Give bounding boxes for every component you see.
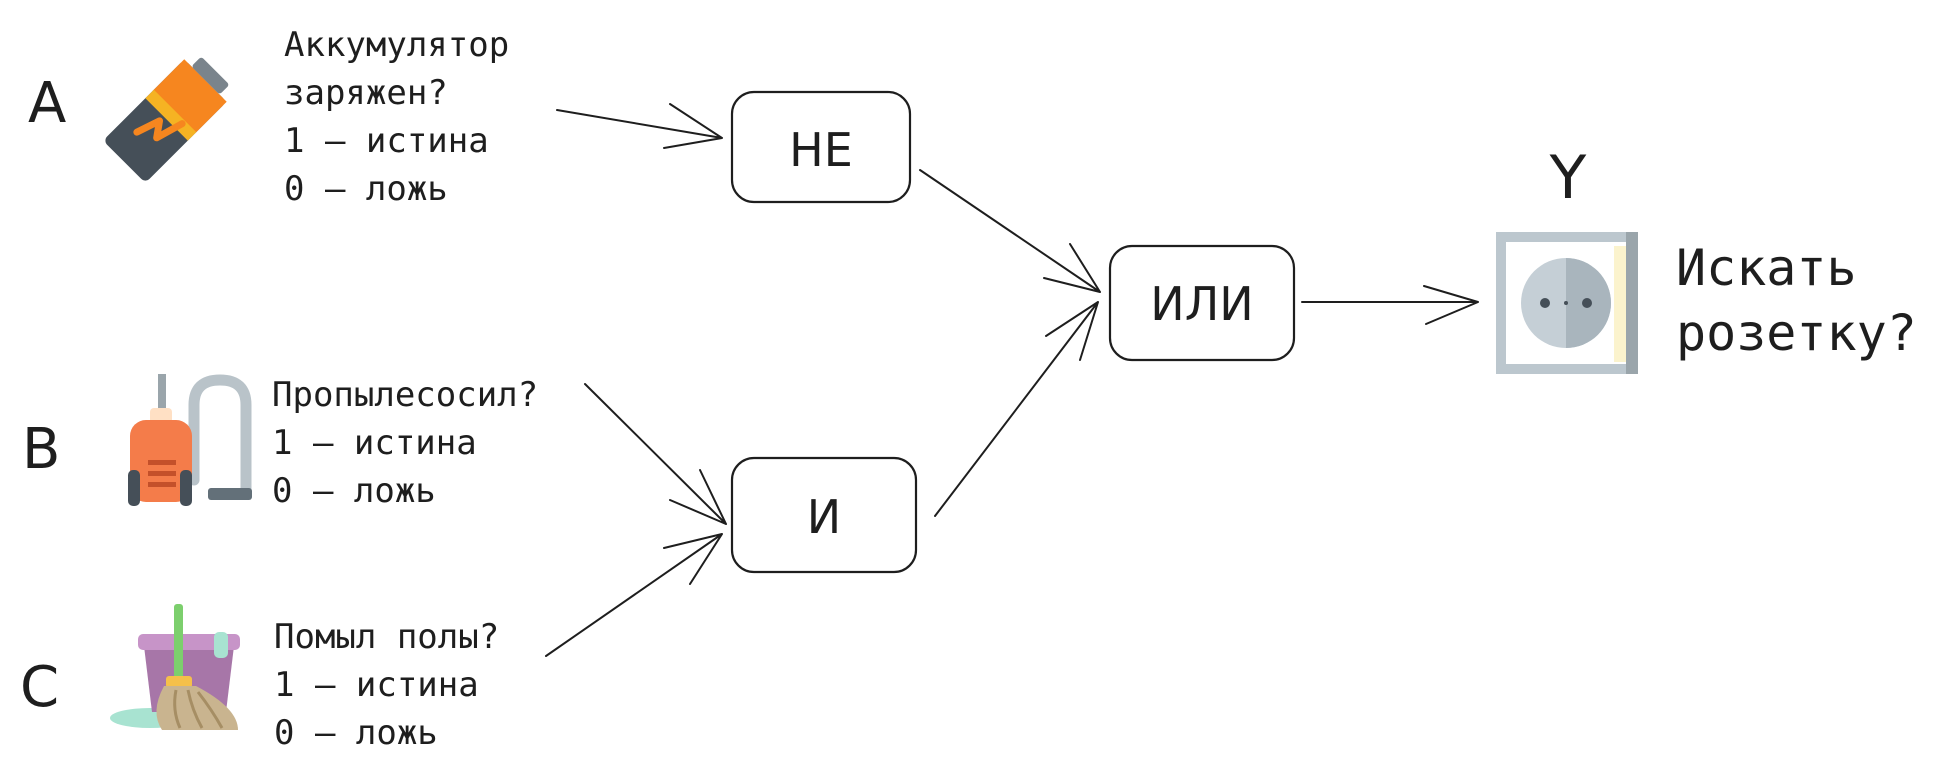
input-c-line-1: Помыл полы? xyxy=(274,617,499,657)
input-b-line-1: Пропылесосил? xyxy=(272,375,538,415)
gate-and: И xyxy=(730,456,918,574)
output-line-1: Искать xyxy=(1676,239,1857,297)
input-a-line-3: 1 – истина xyxy=(284,121,489,161)
input-a-line-1: Аккумулятор xyxy=(284,25,509,65)
input-c-description: Помыл полы? 1 – истина 0 – ложь xyxy=(274,617,499,753)
arrow-a-to-not xyxy=(556,103,723,149)
gate-and-box xyxy=(730,456,918,574)
arrow-not-to-or xyxy=(919,169,1101,293)
input-a-line-2: заряжен? xyxy=(284,73,448,113)
input-a-line-4: 0 – ложь xyxy=(284,169,448,209)
output-description: Искать розетку? xyxy=(1676,239,1917,362)
input-b-line-3: 0 – ложь xyxy=(272,471,436,511)
connection-arrows xyxy=(545,103,1479,657)
arrow-and-to-or xyxy=(934,301,1099,517)
gate-or-box xyxy=(1108,244,1296,362)
output-line-2: розетку? xyxy=(1676,304,1917,362)
power-socket-icon xyxy=(1496,232,1638,374)
battery-icon xyxy=(105,57,229,181)
arrow-or-to-output xyxy=(1301,285,1479,325)
arrow-b-to-and xyxy=(584,383,727,525)
input-a-description: Аккумулятор заряжен? 1 – истина 0 – ложь xyxy=(284,25,509,209)
gate-and-label: И xyxy=(807,490,841,544)
gate-not: НЕ xyxy=(730,90,912,204)
gate-not-box xyxy=(730,90,912,204)
vacuum-cleaner-icon xyxy=(128,374,252,506)
input-b-line-2: 1 – истина xyxy=(272,423,477,463)
input-c-line-2: 1 – истина xyxy=(274,665,479,705)
input-a-letter: A xyxy=(28,71,66,136)
input-c-line-3: 0 – ложь xyxy=(274,713,438,753)
gate-or: ИЛИ xyxy=(1108,244,1296,362)
gate-not-label: НЕ xyxy=(789,123,853,177)
output-letter: Y xyxy=(1549,143,1587,213)
arrow-c-to-and xyxy=(545,533,723,657)
input-b-description: Пропылесосил? 1 – истина 0 – ложь xyxy=(272,375,538,511)
input-c-letter: C xyxy=(20,655,59,720)
gate-or-label: ИЛИ xyxy=(1150,277,1253,331)
input-b-letter: B xyxy=(22,417,60,482)
mop-bucket-icon xyxy=(110,604,240,730)
